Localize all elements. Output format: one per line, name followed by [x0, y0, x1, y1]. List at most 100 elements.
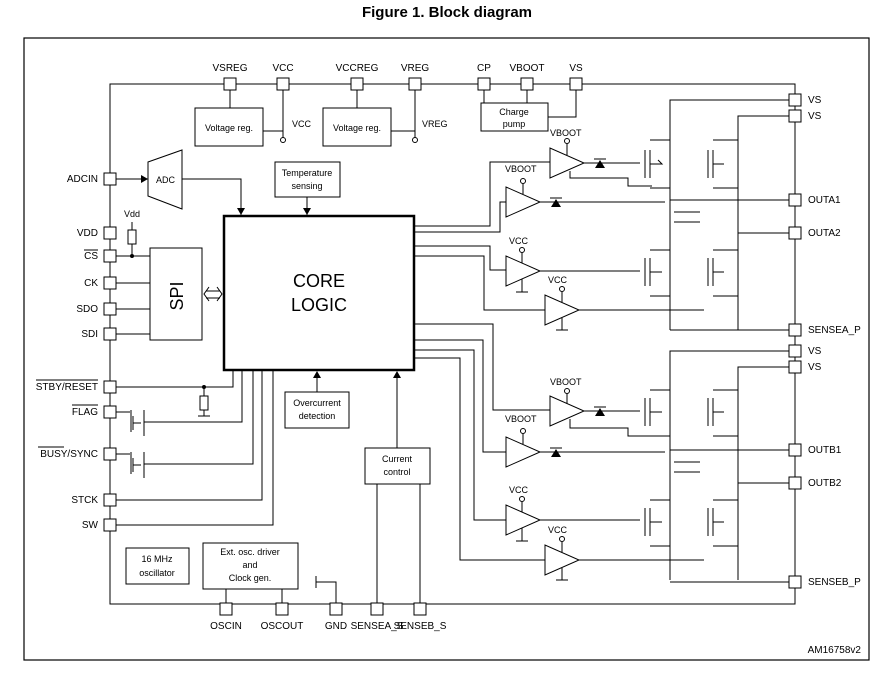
svg-text:BUSY/SYNC: BUSY/SYNC — [40, 449, 98, 460]
left-pin-stby-reset: STBY/RESET — [36, 379, 117, 394]
right-pin-sensea-p: SENSEA_P — [788, 323, 861, 337]
right-pin-vs-a2: VS — [788, 109, 822, 123]
temperature-sensing-block: Temperature sensing — [274, 161, 341, 215]
svg-text:VS: VS — [808, 111, 822, 122]
voltage-regulator-1: Voltage reg. VCC — [194, 90, 312, 147]
svg-text:Current: Current — [382, 454, 413, 464]
bottom-pin-oscout: OSCOUT — [261, 602, 304, 632]
svg-text:Voltage reg.: Voltage reg. — [205, 123, 253, 133]
svg-text:sensing: sensing — [291, 181, 322, 191]
top-pin-vboot: VBOOT — [509, 63, 545, 91]
right-pin-outa1: OUTA1 — [788, 193, 841, 207]
left-pin-adcin: ADCIN — [67, 172, 117, 186]
svg-text:VS: VS — [569, 63, 583, 74]
svg-text:detection: detection — [299, 411, 336, 421]
left-pin-stck: STCK — [71, 493, 117, 507]
top-pin-cp: CP — [477, 63, 491, 91]
svg-text:Ext. osc. driver: Ext. osc. driver — [220, 547, 280, 557]
svg-text:ADC: ADC — [156, 175, 176, 185]
charge-pump: Charge pump — [480, 90, 577, 132]
svg-text:VCC: VCC — [548, 525, 568, 535]
svg-text:STCK: STCK — [71, 495, 98, 506]
svg-text:VSREG: VSREG — [212, 63, 247, 74]
left-pin-ck: CK — [84, 276, 117, 290]
svg-text:16 MHz: 16 MHz — [141, 554, 173, 564]
top-pin-vccreg: VCCREG — [336, 63, 379, 91]
left-pin-sdo: SDO — [76, 302, 117, 316]
svg-text:OUTA1: OUTA1 — [808, 195, 841, 206]
adc-block: ADC — [116, 149, 245, 215]
svg-text:Charge: Charge — [499, 107, 529, 117]
svg-text:STBY/RESET: STBY/RESET — [36, 382, 98, 393]
voltage-regulator-2: Voltage reg. VREG — [322, 90, 448, 147]
svg-text:Clock gen.: Clock gen. — [229, 573, 272, 583]
svg-text:OSCOUT: OSCOUT — [261, 621, 304, 632]
svg-text:VBOOT: VBOOT — [550, 128, 582, 138]
bottom-pin-senseb-s: SENSEB_S — [394, 602, 447, 632]
svg-text:OUTA2: OUTA2 — [808, 228, 841, 239]
svg-text:OUTB2: OUTB2 — [808, 478, 842, 489]
svg-text:SENSEA_S: SENSEA_S — [351, 621, 404, 632]
left-pin-vdd: VDD — [77, 226, 117, 240]
svg-text:VREG: VREG — [401, 63, 430, 74]
svg-text:VS: VS — [808, 362, 822, 373]
right-pin-vs-b1: VS — [788, 344, 822, 358]
top-pin-vs: VS — [569, 63, 583, 91]
top-pin-vcc: VCC — [272, 63, 294, 91]
svg-text:VCC: VCC — [509, 236, 529, 246]
svg-text:Vdd: Vdd — [124, 209, 140, 219]
svg-text:Temperature: Temperature — [282, 168, 333, 178]
bridge-a: VBOOT VBOOT VCC VCC — [414, 99, 789, 331]
figure-code: AM16758v2 — [808, 645, 862, 656]
svg-text:CORE: CORE — [293, 271, 345, 291]
svg-text:SPI: SPI — [167, 281, 187, 310]
right-pin-vs-a1: VS — [788, 93, 822, 107]
svg-text:VBOOT: VBOOT — [550, 377, 582, 387]
right-pin-outb1: OUTB1 — [788, 443, 842, 457]
svg-text:OUTB1: OUTB1 — [808, 445, 842, 456]
svg-text:and: and — [242, 560, 257, 570]
svg-text:GND: GND — [325, 621, 347, 632]
left-pin-sw: SW — [82, 518, 117, 532]
svg-text:SDI: SDI — [81, 329, 98, 340]
figure-title: Figure 1. Block diagram — [361, 4, 533, 21]
svg-text:FLAG: FLAG — [72, 407, 98, 418]
bottom-pin-oscin: OSCIN — [210, 602, 242, 632]
chip-frame — [23, 37, 870, 661]
svg-text:OSCIN: OSCIN — [210, 621, 242, 632]
svg-text:VCC: VCC — [509, 485, 529, 495]
svg-text:SENSEA_P: SENSEA_P — [808, 325, 861, 336]
svg-text:CK: CK — [84, 278, 98, 289]
svg-text:VS: VS — [808, 346, 822, 357]
svg-text:VCC: VCC — [272, 63, 293, 74]
right-pin-outb2: OUTB2 — [788, 476, 842, 490]
svg-text:CP: CP — [477, 63, 491, 74]
left-pin-busy-sync: BUSY/SYNC — [38, 446, 117, 461]
svg-text:SW: SW — [82, 520, 99, 531]
svg-text:SENSEB_P: SENSEB_P — [808, 577, 861, 588]
svg-text:VREG: VREG — [422, 119, 448, 129]
svg-text:VCC: VCC — [548, 275, 568, 285]
svg-text:CS: CS — [84, 251, 98, 262]
left-pin-flag: FLAG — [72, 404, 117, 419]
oscillator-block: 16 MHz oscillator — [125, 547, 190, 585]
svg-text:pump: pump — [503, 119, 526, 129]
top-pin-vsreg: VSREG — [212, 63, 248, 91]
svg-text:VBOOT: VBOOT — [505, 414, 537, 424]
svg-text:LOGIC: LOGIC — [291, 295, 347, 315]
svg-text:ADCIN: ADCIN — [67, 174, 98, 185]
bridge-b: VBOOT VBOOT VCC VCC — [414, 323, 789, 583]
right-pin-senseb-p: SENSEB_P — [788, 575, 861, 589]
left-pin-sdi: SDI — [81, 327, 117, 341]
core-left-wiring — [116, 370, 274, 526]
die-outline — [109, 83, 796, 605]
spi-block: SPI — [116, 247, 223, 341]
svg-text:SENSEB_S: SENSEB_S — [394, 621, 447, 632]
bottom-pin-sensea-s: SENSEA_S — [351, 602, 404, 632]
right-pin-vs-b2: VS — [788, 360, 822, 374]
clock-generator-block: Ext. osc. driver and Clock gen. — [202, 542, 299, 603]
current-control-block: Current control — [364, 371, 431, 603]
svg-text:VCC: VCC — [292, 119, 312, 129]
svg-text:Overcurrent: Overcurrent — [293, 398, 341, 408]
svg-text:Voltage reg.: Voltage reg. — [333, 123, 381, 133]
